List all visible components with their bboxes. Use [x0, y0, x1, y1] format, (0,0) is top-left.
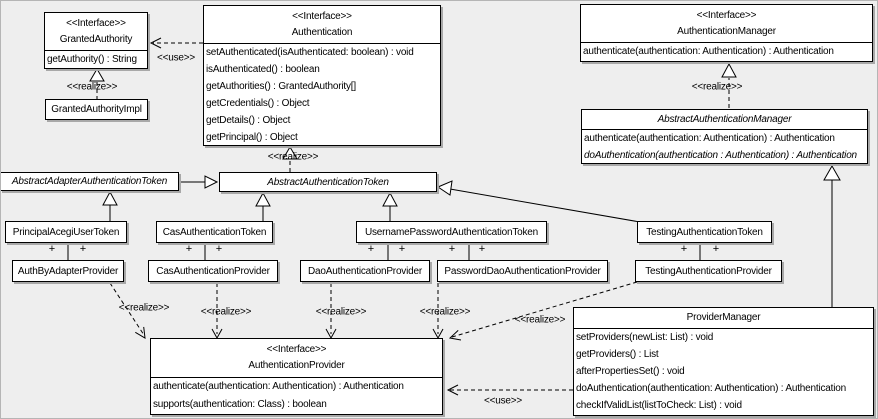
- class-granted-authority[interactable]: <<Interface>> GrantedAuthority getAuthor…: [44, 12, 148, 69]
- plus-marker: +: [185, 243, 193, 255]
- triangle-granted-authority: [89, 68, 105, 82]
- class-testing-authentication-token[interactable]: TestingAuthenticationToken: [637, 221, 772, 243]
- class-name: GrantedAuthority: [59, 33, 133, 45]
- class-name: AbstractAdapterAuthenticationToken: [11, 176, 168, 187]
- class-name: ProviderManager: [686, 312, 761, 323]
- class-name: AuthByAdapterProvider: [17, 265, 119, 277]
- method-row: getProviders() : List: [576, 349, 659, 360]
- class-name: AbstractAuthenticationManager: [657, 114, 792, 125]
- realize-label: <<realize>>: [691, 81, 743, 93]
- class-abstract-adapter-authentication-token[interactable]: AbstractAdapterAuthenticationToken: [0, 172, 179, 191]
- stereotype-label: <<Interface>>: [266, 344, 327, 355]
- triangle-adapter-token: [102, 190, 118, 206]
- class-dao-authentication-provider[interactable]: DaoAuthenticationProvider: [300, 260, 430, 282]
- class-name: Authentication: [291, 26, 353, 38]
- use-label: <<use>>: [483, 395, 523, 407]
- method-row: getAuthorities() : GrantedAuthority[]: [206, 81, 356, 92]
- class-authentication-provider[interactable]: <<Interface>> AuthenticationProvider aut…: [150, 338, 443, 415]
- realize-label: <<realize>>: [514, 314, 566, 326]
- method-row: getCredentials() : Object: [206, 98, 310, 109]
- realize-label: <<realize>>: [419, 306, 471, 318]
- edge-testing-token-extends: [449, 188, 641, 223]
- arrowhead-use-provider: [446, 384, 459, 396]
- class-name: AuthenticationProvider: [248, 360, 345, 371]
- class-name: AuthenticationManager: [677, 25, 776, 37]
- plus-marker: +: [79, 243, 87, 255]
- realize-label: <<realize>>: [66, 81, 118, 93]
- realize-label: <<realize>>: [315, 306, 367, 318]
- method-row: authenticate(authentication: Authenticat…: [584, 133, 835, 144]
- class-name: CasAuthenticationProvider: [156, 265, 270, 277]
- class-name: AbstractAuthenticationToken: [267, 176, 389, 188]
- method-row: checkIfValidList(listToCheck: List) : vo…: [576, 400, 742, 411]
- plus-marker: +: [215, 243, 223, 255]
- class-name: PasswordDaoAuthenticationProvider: [444, 265, 601, 277]
- realize-label: <<realize>>: [118, 302, 170, 314]
- stereotype-label: <<Interface>>: [292, 10, 352, 22]
- arrowhead-use-ga: [149, 37, 162, 49]
- triangle-abstract-token-username: [382, 191, 398, 207]
- method-row: isAuthenticated() : boolean: [206, 64, 320, 75]
- class-granted-authority-impl[interactable]: GrantedAuthorityImpl: [45, 99, 148, 120]
- plus-marker: +: [680, 243, 688, 255]
- triangle-abstract-token-cas: [255, 191, 271, 207]
- method-row: doAuthentication(authentication: Authent…: [576, 383, 846, 394]
- method-row: doAuthentication(authentication : Authen…: [584, 150, 857, 161]
- method-row: setAuthenticated(isAuthenticated: boolea…: [206, 47, 414, 58]
- plus-marker: +: [712, 243, 720, 255]
- arrowhead-authby: [135, 326, 146, 339]
- method-row: supports(authentication: Class) : boolea…: [153, 399, 327, 410]
- class-name: TestingAuthenticationToken: [646, 226, 763, 238]
- class-name: CasAuthenticationToken: [162, 226, 267, 238]
- method-row: getDetails() : Object: [206, 115, 291, 126]
- triangle-authentication-manager: [721, 62, 737, 78]
- plus-marker: +: [398, 243, 406, 255]
- class-provider-manager[interactable]: ProviderManager setProviders(newList: Li…: [573, 307, 874, 416]
- use-label: <<use>>: [156, 52, 196, 64]
- method-row: authenticate(authentication: Authenticat…: [583, 46, 834, 57]
- realize-label: <<realize>>: [200, 306, 252, 318]
- class-username-password-authentication-token[interactable]: UsernamePasswordAuthenticationToken: [356, 221, 547, 243]
- plus-marker: +: [448, 243, 456, 255]
- plus-marker: +: [367, 243, 375, 255]
- triangle-abstract-auth-manager: [823, 164, 841, 181]
- stereotype-label: <<Interface>>: [696, 9, 757, 21]
- class-authentication-manager[interactable]: <<Interface>> AuthenticationManager auth…: [580, 4, 873, 62]
- class-name: GrantedAuthorityImpl: [51, 104, 142, 115]
- method-row: getAuthority() : String: [47, 54, 137, 65]
- class-abstract-authentication-token[interactable]: AbstractAuthenticationToken: [219, 172, 437, 192]
- class-testing-authentication-provider[interactable]: TestingAuthenticationProvider: [635, 260, 782, 282]
- edge-authby-realize: [109, 282, 145, 336]
- class-cas-authentication-token[interactable]: CasAuthenticationToken: [156, 221, 273, 243]
- class-password-dao-authentication-provider[interactable]: PasswordDaoAuthenticationProvider: [437, 260, 608, 282]
- method-row: getPrincipal() : Object: [206, 132, 298, 143]
- realize-label: <<realize>>: [267, 151, 319, 163]
- triangle-abstract-token-testing: [436, 180, 453, 196]
- class-authentication[interactable]: <<Interface>> Authentication setAuthenti…: [203, 5, 441, 146]
- plus-marker: +: [478, 243, 486, 255]
- stereotype-label: <<Interface>>: [66, 17, 126, 29]
- class-name: PrincipalAcegiUserToken: [12, 226, 120, 238]
- method-row: afterPropertiesSet() : void: [576, 366, 685, 377]
- class-name: DaoAuthenticationProvider: [308, 265, 422, 277]
- class-abstract-authentication-manager[interactable]: AbstractAuthenticationManager authentica…: [581, 109, 868, 164]
- plus-marker: +: [48, 243, 56, 255]
- arrowhead-testingprov: [448, 330, 462, 341]
- class-name: TestingAuthenticationProvider: [645, 265, 772, 277]
- class-auth-by-adapter-provider[interactable]: AuthByAdapterProvider: [12, 260, 124, 282]
- method-row: setProviders(newList: List) : void: [576, 332, 714, 343]
- triangle-abstract-token-left: [204, 175, 219, 189]
- triangle-authentication: [282, 146, 298, 160]
- class-cas-authentication-provider[interactable]: CasAuthenticationProvider: [148, 260, 278, 282]
- class-principal-acegi-user-token[interactable]: PrincipalAcegiUserToken: [5, 221, 127, 243]
- class-name: UsernamePasswordAuthenticationToken: [364, 226, 539, 238]
- method-row: authenticate(authentication: Authenticat…: [153, 381, 404, 392]
